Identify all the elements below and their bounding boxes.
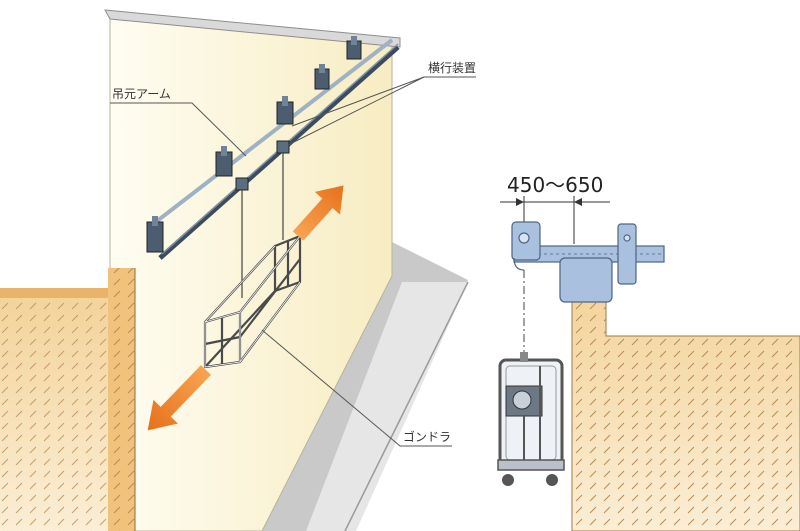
rail-top xyxy=(146,38,394,230)
ground-edge xyxy=(344,281,469,531)
soil-hatch xyxy=(0,296,110,531)
label-gondola: ゴンドラ xyxy=(403,429,451,444)
suspension-arm xyxy=(346,36,362,60)
move-arrow-down-left xyxy=(147,365,212,431)
gondola-base xyxy=(497,459,565,471)
roof-parapet xyxy=(104,9,401,48)
caster-wheel xyxy=(502,474,514,486)
leader-traverse-device-2 xyxy=(287,76,425,146)
building-section-hatch xyxy=(572,288,800,531)
arm-section xyxy=(511,221,665,303)
arm-end-plate xyxy=(617,223,637,285)
label-traverse-device: 横行装置 xyxy=(428,61,476,75)
perspective-view: 吊元アーム 横行装置 ゴンドラ xyxy=(0,9,476,531)
hoist-drum xyxy=(512,390,532,410)
suspension-arm xyxy=(215,146,233,177)
dimension-arrow-left xyxy=(516,198,524,206)
arm-wire-path xyxy=(513,257,525,271)
section-view: 450～650 xyxy=(497,173,800,531)
leader-gondola xyxy=(261,329,452,447)
wall-cut-hatch xyxy=(108,268,135,531)
traverse-trolley xyxy=(235,177,249,191)
dimension-arrow-right xyxy=(574,198,582,206)
move-arrow-up-right xyxy=(292,185,344,241)
ground-strip xyxy=(306,282,468,531)
suspension-arm xyxy=(314,64,330,90)
suspension-arm xyxy=(276,96,294,125)
traverse-trolley xyxy=(276,140,290,154)
dimension-text: 450～650 xyxy=(507,173,603,197)
gondola-frame-inner xyxy=(204,235,301,368)
caster-wheel xyxy=(546,474,558,486)
rail-assembly xyxy=(146,36,400,260)
arm-clamp xyxy=(559,257,613,303)
label-suspension-arm: 吊元アーム xyxy=(112,87,171,101)
gondola-section xyxy=(497,352,565,486)
leader-suspension-arm xyxy=(110,102,247,157)
suspension-arm xyxy=(146,216,164,253)
ground-surface xyxy=(0,288,110,298)
